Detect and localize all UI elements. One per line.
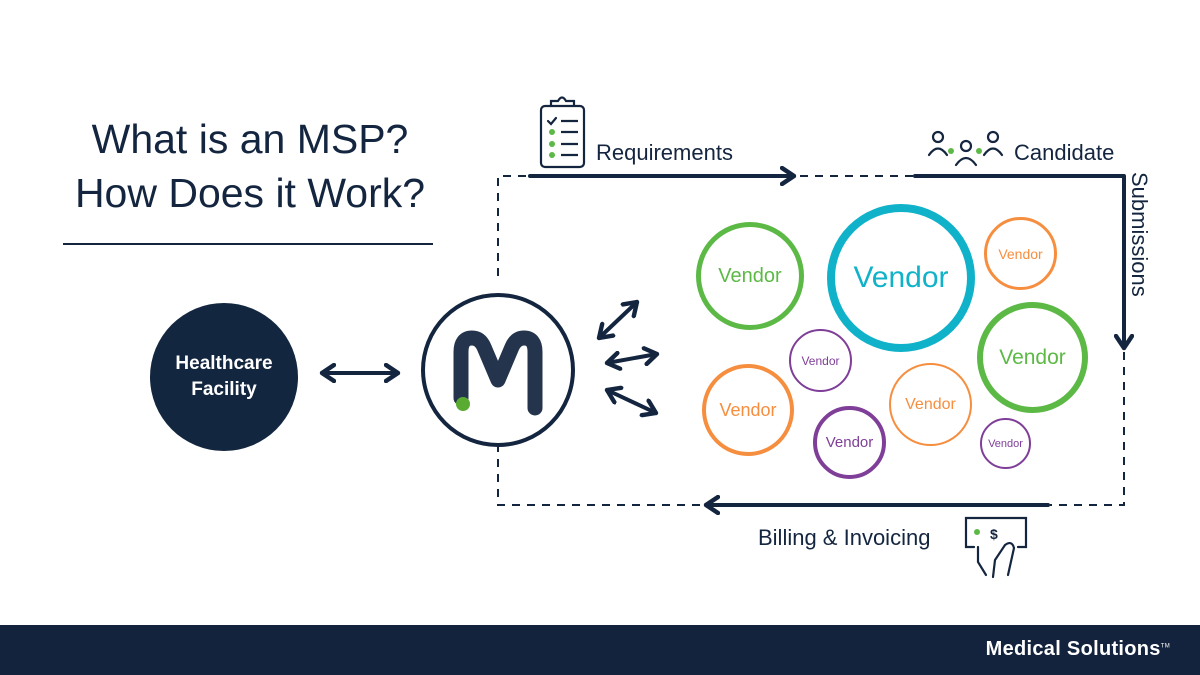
vendor-node: Vendor bbox=[977, 302, 1088, 413]
msp-vendor-arrow-up bbox=[599, 302, 637, 338]
green-dot-icon bbox=[456, 397, 470, 411]
msp-vendor-arrow-mid bbox=[607, 354, 657, 363]
vendor-node: Vendor bbox=[827, 204, 975, 352]
candidate-label: Candidate bbox=[1014, 140, 1115, 165]
brand-name: Medical Solutions bbox=[985, 638, 1161, 660]
submissions-text: Submissions bbox=[1127, 172, 1152, 297]
vendor-node: Vendor bbox=[702, 364, 794, 456]
vendor-node: Vendor bbox=[696, 222, 804, 330]
vendor-node: Vendor bbox=[789, 329, 852, 392]
candidates-icon bbox=[927, 130, 1004, 167]
vendor-label: Vendor bbox=[719, 399, 777, 420]
requirements-label: Requirements bbox=[596, 140, 733, 165]
msp-logo bbox=[421, 293, 575, 447]
billing-invoicing-label: Billing & Invoicing bbox=[758, 525, 931, 550]
vendor-label: Vendor bbox=[718, 264, 782, 287]
msp-vendor-arrow-down bbox=[607, 390, 656, 413]
brand-logo: Medical SolutionsTM bbox=[986, 638, 1170, 661]
submissions-arrow bbox=[913, 174, 1124, 348]
m-letter-icon bbox=[453, 330, 543, 416]
vendor-node: Vendor bbox=[984, 217, 1057, 290]
title-line-2: How Does it Work? bbox=[74, 170, 426, 216]
submissions-label: Submissions bbox=[1122, 172, 1152, 312]
healthcare-facility-node: Healthcare Facility bbox=[150, 303, 298, 451]
page-title: What is an MSP? How Does it Work? bbox=[40, 112, 460, 220]
vendor-label: Vendor bbox=[905, 395, 956, 413]
facility-label-line-1: Healthcare bbox=[175, 353, 273, 374]
vendor-node: Vendor bbox=[889, 363, 972, 446]
svg-text:$: $ bbox=[990, 526, 998, 542]
vendor-label: Vendor bbox=[999, 345, 1066, 369]
vendor-label: Vendor bbox=[853, 261, 949, 294]
trademark: TM bbox=[1160, 643, 1170, 650]
vendor-label: Vendor bbox=[988, 437, 1023, 450]
vendor-node: Vendor bbox=[980, 418, 1031, 469]
vendor-label: Vendor bbox=[801, 353, 840, 368]
title-line-1: What is an MSP? bbox=[91, 116, 409, 162]
clipboard-icon bbox=[539, 96, 586, 169]
footer-bar bbox=[0, 625, 1200, 675]
vendor-label: Vendor bbox=[998, 245, 1043, 262]
vendor-node: Vendor bbox=[813, 406, 886, 479]
title-divider bbox=[63, 243, 433, 245]
facility-label-line-2: Facility bbox=[191, 379, 257, 400]
payment-icon: $ bbox=[964, 516, 1028, 579]
vendor-label: Vendor bbox=[825, 434, 874, 451]
dashed-loop bbox=[497, 175, 1125, 506]
